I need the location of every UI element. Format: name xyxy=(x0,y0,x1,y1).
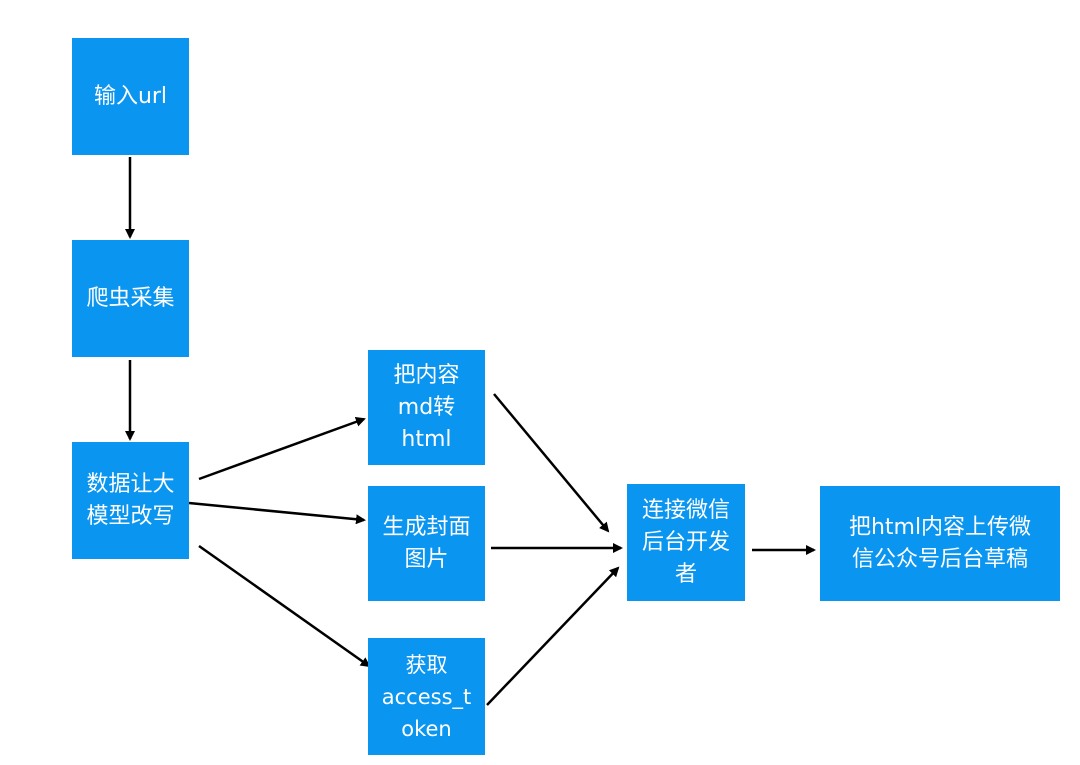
node-access-token-label: 获取 access_t oken xyxy=(381,652,472,741)
node-crawler-label: 爬虫采集 xyxy=(86,285,175,311)
node-input-url-label: 输入url xyxy=(93,83,168,109)
arrow-rewrite-to-cover xyxy=(188,501,366,525)
node-llm-rewrite-label: 数据让大 模型改写 xyxy=(86,471,175,529)
node-input-url: 输入url xyxy=(72,38,189,155)
arrow-rewrite-to-md xyxy=(198,417,366,481)
node-crawler: 爬虫采集 xyxy=(72,240,189,357)
node-access-token: 获取 access_t oken xyxy=(368,638,485,755)
node-llm-rewrite: 数据让大 模型改写 xyxy=(72,442,189,559)
arrow-md-to-connect xyxy=(493,393,610,533)
node-generate-cover: 生成封面 图片 xyxy=(368,486,485,601)
arrow-rewrite-to-token xyxy=(198,544,371,668)
node-upload-draft: 把html内容上传微 信公众号后台草稿 xyxy=(820,486,1060,601)
node-md-to-html-label: 把内容 md转 html xyxy=(393,362,460,452)
arrow-token-to-connect xyxy=(486,566,620,706)
node-generate-cover-label: 生成封面 图片 xyxy=(382,514,471,572)
node-md-to-html: 把内容 md转 html xyxy=(368,350,485,465)
node-connect-wechat-label: 连接微信 后台开发 者 xyxy=(641,497,730,587)
node-upload-draft-label: 把html内容上传微 信公众号后台草稿 xyxy=(848,514,1032,572)
node-connect-wechat: 连接微信 后台开发 者 xyxy=(627,484,745,601)
